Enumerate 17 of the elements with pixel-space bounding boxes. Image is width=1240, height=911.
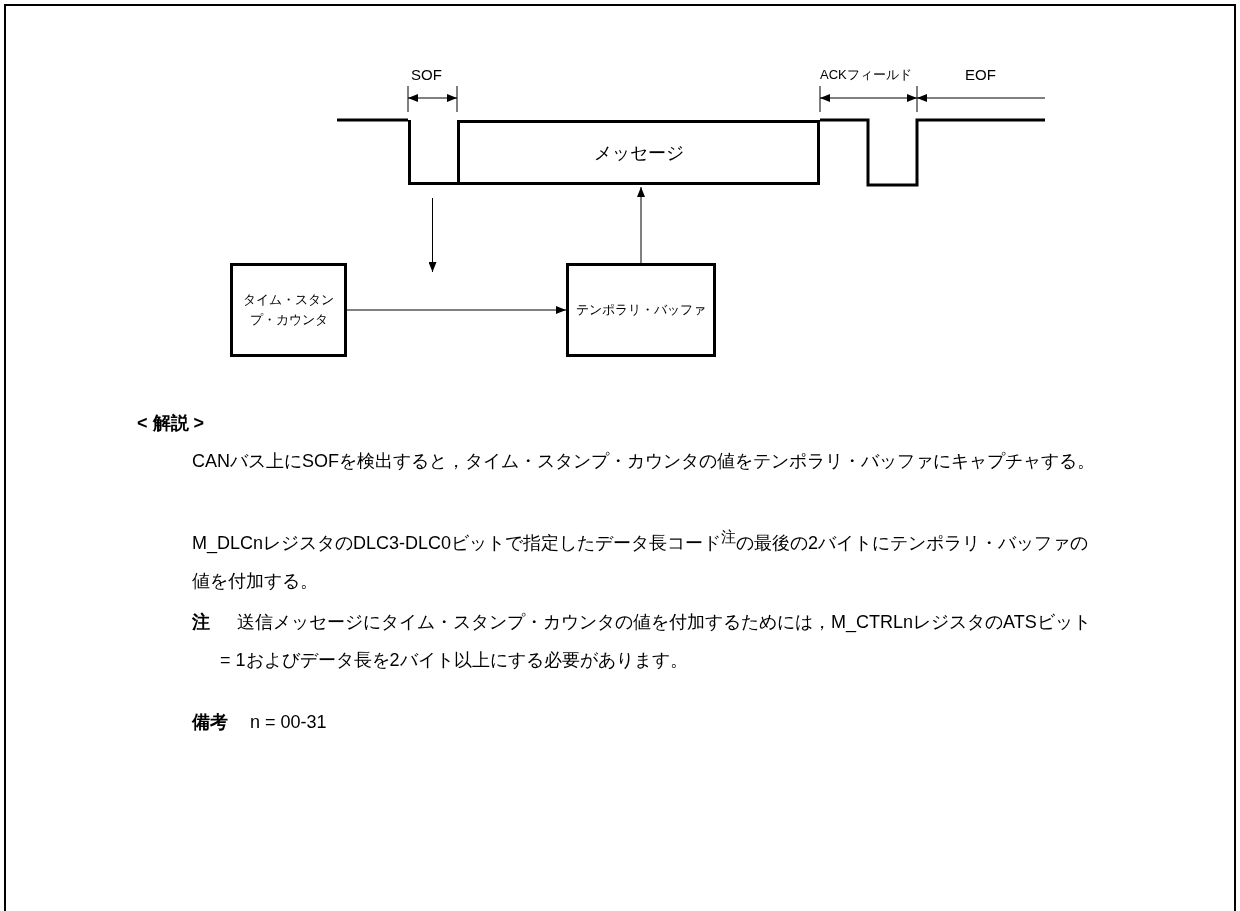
note-text: 送信メッセージにタイム・スタンプ・カウンタの値を付加するためには，M_CTRLnレジスタのATSビット = 1およびデータ長を2バイト以上にする必要があります。 — [220, 611, 1092, 672]
note-mark: 注 — [192, 611, 210, 634]
explanation-text: M_DLCnレジスタのDLC3-DLC0ビットで指定したデータ長コード$^{注}$の最後の2バイトにテンポラリ・バッファの値を付加する。 — [192, 527, 1090, 593]
arrow — [428, 197, 437, 273]
section-heading: < 解説 > — [137, 412, 206, 435]
dimension-label: EOF — [965, 66, 996, 83]
buffer-box: テンポラリ・バッファ — [566, 263, 716, 357]
remark-heading: 備考 — [192, 711, 228, 734]
sof-pulse — [408, 120, 457, 185]
remark-text: n = 00-31 — [250, 711, 327, 734]
dimension-label: ACKフィールド — [820, 66, 912, 84]
arrow — [346, 306, 567, 314]
explanation-text: CANバス上にSOFを検出すると，タイム・スタンプ・カウンタの値をテンポラリ・バッファにキャプチャする。 — [192, 450, 1096, 473]
message-field: メッセージ — [457, 120, 820, 185]
arrow — [637, 186, 645, 264]
counter-box: タイム・スタンプ・カウンタ — [230, 263, 347, 357]
dimension-label: SOF — [411, 66, 442, 83]
